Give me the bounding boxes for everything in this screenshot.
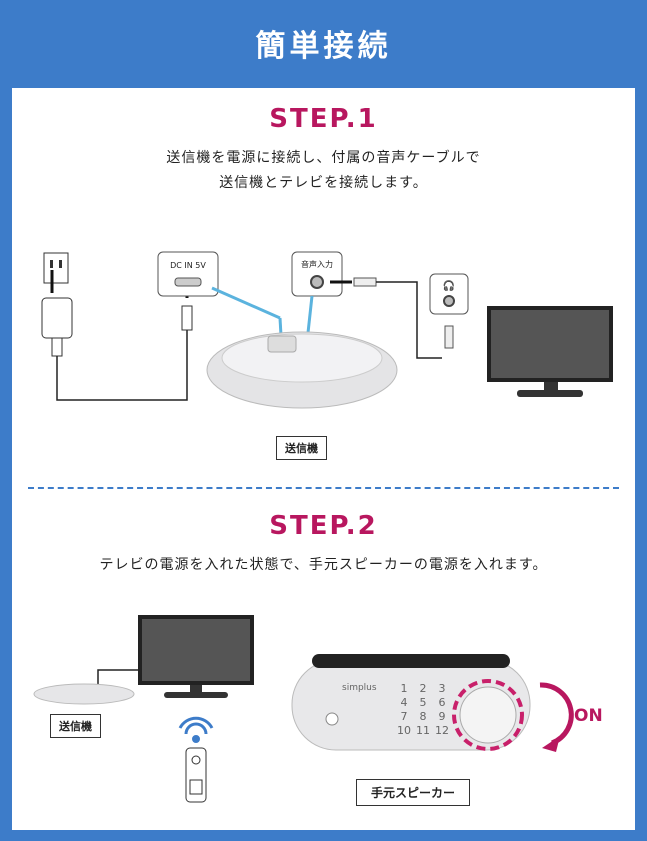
section-divider (28, 487, 619, 489)
keypad-key: 10 (397, 724, 411, 737)
tv-illustration (487, 306, 613, 397)
step2-desc: テレビの電源を入れた状態で、手元スピーカーの電源を入れます。 (99, 557, 548, 573)
step1-transmitter-label: 送信機 (276, 436, 327, 460)
step1-desc-line2: 送信機とテレビを接続します。 (219, 175, 428, 191)
tv-remote-illustration (185, 747, 207, 803)
keypad-key: 3 (439, 682, 446, 695)
step1-title: STEP.1 (269, 104, 378, 134)
keypad-key: 12 (435, 724, 449, 737)
ac-adapter-icon (41, 297, 73, 357)
step2-transmitter-label: 送信機 (50, 714, 101, 738)
rotate-arrow-icon (539, 682, 574, 746)
keypad-key: 6 (439, 696, 446, 709)
step2-transmitter-illustration (33, 683, 135, 705)
hand-speaker-label: 手元スピーカー (356, 779, 471, 806)
port-dc-label: DC IN 5V (170, 261, 206, 270)
wall-outlet-icon (43, 252, 69, 293)
keypad-key: 9 (439, 710, 446, 723)
keypad-key: 11 (416, 724, 430, 737)
dc-in-port-callout: DC IN 5V (157, 251, 219, 297)
keypad-key: 1 (401, 682, 408, 695)
port-audio-label: 音声入力 (301, 259, 333, 269)
tv-headphone-port-callout: 🎧 (429, 273, 469, 349)
header-banner: 簡単接続 (0, 0, 647, 86)
keypad-key: 4 (401, 696, 408, 709)
page-title: 簡単接続 (255, 29, 392, 64)
keypad-key: 2 (420, 682, 427, 695)
step2-tv-illustration (138, 615, 254, 698)
svg-text:🎧: 🎧 (443, 279, 455, 292)
step1-desc-line1: 送信機を電源に接続し、付属の音声ケーブルで (166, 150, 481, 166)
speaker-brand: simplus (342, 683, 377, 693)
transmitter-illustration (206, 331, 398, 409)
keypad-key: 7 (401, 710, 408, 723)
connection-diagram: DC IN 5V 音声入力 🎧 (33, 251, 613, 803)
step2-title: STEP.2 (269, 511, 378, 541)
content-panel: STEP.1 送信機を電源に接続し、付属の音声ケーブルで 送信機とテレビを接続し… (12, 88, 635, 830)
audio-input-port-callout: 音声入力 (291, 251, 343, 297)
keypad-key: 5 (420, 696, 427, 709)
keypad-key: 8 (420, 710, 427, 723)
on-label: ON (574, 706, 603, 726)
wireless-signal-icon (178, 716, 214, 743)
